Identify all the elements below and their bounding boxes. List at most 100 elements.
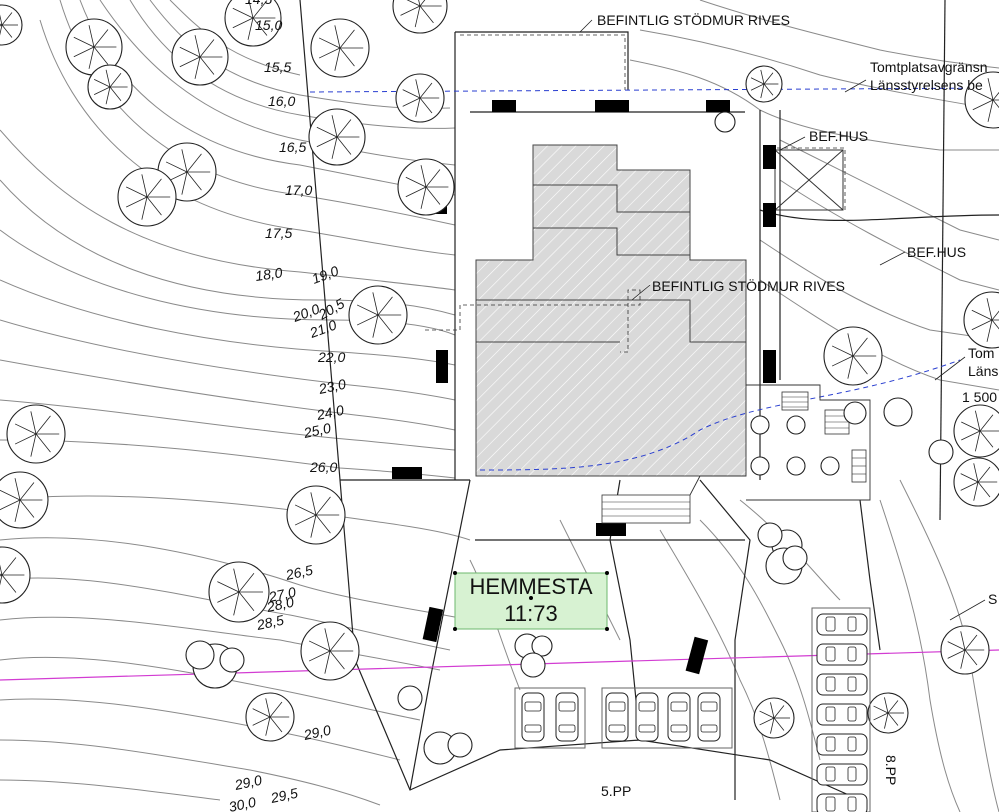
shrub-icon (219, 647, 245, 673)
tree-icon (867, 692, 909, 734)
tree-icon (0, 471, 49, 529)
elevation-label: 29,0 (301, 722, 332, 744)
shrub-icon (883, 397, 913, 427)
tree-icon (348, 285, 408, 345)
elevation-label: 27,0 (266, 584, 297, 606)
elevation-label: 29,5 (268, 785, 299, 807)
elevation-label: 26,5 (283, 562, 314, 584)
tree-icon (940, 625, 990, 675)
car-icon (816, 733, 868, 756)
shrub-icon (520, 652, 546, 678)
property-label: HEMMESTA 11:73 (453, 571, 609, 631)
tree-icon (224, 0, 282, 47)
shrub-icon (843, 401, 867, 425)
annotation-tomtplats-1: Tomtplatsavgränsn (870, 59, 988, 75)
annotation-bef-hus-1: BEF.HUS (809, 128, 868, 144)
shrub-icon (397, 685, 423, 711)
terrace-outline (689, 384, 871, 501)
tree-icon (245, 692, 295, 742)
tree-icon (171, 28, 229, 86)
car-icon (816, 673, 868, 696)
annotation-stodmur-top: BEFINTLIG STÖDMUR RIVES (597, 11, 790, 28)
shrub-icon (757, 522, 783, 548)
shrub-icon (447, 732, 473, 758)
shrub-icon (714, 111, 736, 133)
tree-icon (953, 404, 999, 458)
tree-icon (0, 546, 31, 604)
tree-icon (753, 697, 795, 739)
elevation-label: 25,0 (301, 420, 332, 442)
annotation-parking-5: 5.PP (601, 783, 631, 799)
tree-icon (392, 0, 448, 34)
tree-icon (300, 621, 360, 681)
shrub-icon (750, 415, 770, 435)
property-number: 11:73 (504, 601, 557, 626)
building-footprint (475, 144, 747, 477)
parking-5pp (514, 687, 733, 749)
trees (0, 0, 999, 765)
annotations: BEFINTLIG STÖDMUR RIVES BEFINTLIG STÖDMU… (597, 11, 998, 799)
elevation-label: 19,0 (310, 262, 341, 286)
elevation-label: 16,5 (279, 139, 306, 155)
annotation-tomt-right-2: Läns (968, 363, 998, 379)
annotation-tomtplats-2: Länsstyrelsens be (870, 77, 983, 93)
car-icon (816, 793, 868, 812)
annotation-s-right: S (988, 591, 997, 607)
tree-icon (397, 158, 455, 216)
county-boundary-dashed (309, 87, 999, 471)
elevation-label: 18,0 (254, 264, 283, 284)
car-icon (635, 692, 659, 742)
tree-icon (310, 18, 370, 78)
tree-icon (964, 71, 999, 129)
shrub-icon (786, 415, 806, 435)
shrub-icon (750, 456, 770, 476)
property-name: HEMMESTA (469, 574, 592, 599)
elevation-label: 24,0 (314, 402, 345, 424)
tree-icon (953, 457, 999, 507)
tree-icon (286, 485, 346, 545)
shrub-icon (786, 456, 806, 476)
car-icon (521, 692, 545, 742)
wall-markers (392, 100, 776, 675)
shrub-icon (928, 439, 954, 465)
elevation-label: 16,0 (268, 93, 295, 109)
elevation-label: 28,0 (264, 594, 295, 616)
tree-icon (87, 64, 133, 110)
car-icon (555, 692, 579, 742)
existing-house-box (774, 149, 844, 211)
tree-icon (823, 326, 883, 386)
shrub-icon (531, 635, 553, 657)
car-icon (816, 763, 868, 786)
tree-icon (395, 73, 445, 123)
car-icon (697, 692, 721, 742)
tree-icon (0, 4, 23, 46)
car-icon (605, 692, 629, 742)
parking-8pp (811, 607, 871, 812)
annotation-bef-hus-2: BEF.HUS (907, 244, 966, 260)
elevation-label: 26,0 (309, 459, 337, 475)
car-icon (667, 692, 691, 742)
tree-icon (308, 108, 366, 166)
car-icon (816, 703, 868, 726)
elevation-label: 15,0 (255, 17, 282, 33)
elevation-label: 30,0 (227, 794, 257, 812)
shrub-icon (782, 545, 808, 571)
annotation-parking-8: 8.PP (883, 755, 899, 785)
elevation-label: 22,0 (317, 349, 345, 365)
tree-icon (117, 167, 177, 227)
elevation-label: 28,5 (254, 612, 285, 634)
annotation-scale-right: 1 500 (962, 389, 997, 405)
elevation-label: 15,5 (264, 59, 291, 75)
elevation-label: 23,0 (316, 376, 347, 398)
tree-icon (745, 65, 783, 103)
shrub-icon (185, 640, 215, 670)
elevation-label: 17,5 (265, 225, 292, 241)
tree-icon (208, 561, 270, 623)
elevation-label: 29,0 (232, 772, 263, 794)
annotation-stodmur-mid: BEFINTLIG STÖDMUR RIVES (652, 277, 845, 294)
car-icon (816, 613, 868, 636)
shrub-icon (820, 456, 840, 476)
annotation-tomt-right-1: Tom (968, 345, 994, 361)
